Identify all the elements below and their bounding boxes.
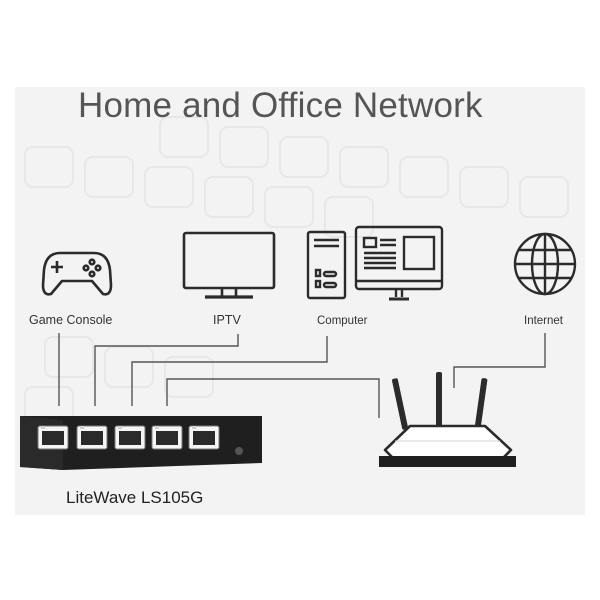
keyboard-watermark: [24, 116, 569, 428]
power-led-icon: [235, 447, 243, 455]
label-computer: Computer: [317, 315, 368, 327]
label-game-console: Game Console: [29, 313, 113, 327]
line-iptv: [94, 334, 239, 406]
router-device: [379, 372, 516, 467]
line-internet: [453, 333, 546, 388]
diagram-title: Home and Office Network: [78, 86, 483, 125]
line-switch-router: [166, 378, 380, 418]
tv-icon: [182, 231, 276, 299]
switch-model-label: LiteWave LS105G: [66, 488, 204, 507]
label-iptv: IPTV: [213, 313, 241, 327]
label-internet: Internet: [524, 315, 563, 327]
connection-lines: [58, 333, 546, 418]
globe-icon: [513, 232, 577, 296]
gamepad-icon: [41, 251, 113, 296]
line-computer: [131, 336, 328, 406]
monitor-icon: [354, 225, 444, 301]
switch-device: [20, 416, 262, 470]
computer-tower-icon: [306, 230, 347, 300]
